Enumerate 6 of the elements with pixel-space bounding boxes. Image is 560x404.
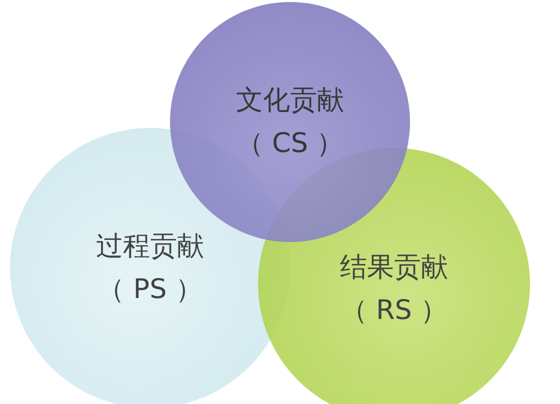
circle-label: （ CS ） — [236, 127, 344, 161]
circle-label: 过程贡献 — [96, 230, 204, 264]
circle-label: 文化贡献 — [236, 84, 344, 118]
circle-label: 结果贡献 — [340, 250, 448, 285]
circle-label: （ PS ） — [98, 273, 202, 307]
circle-label: （ RS ） — [340, 294, 448, 328]
